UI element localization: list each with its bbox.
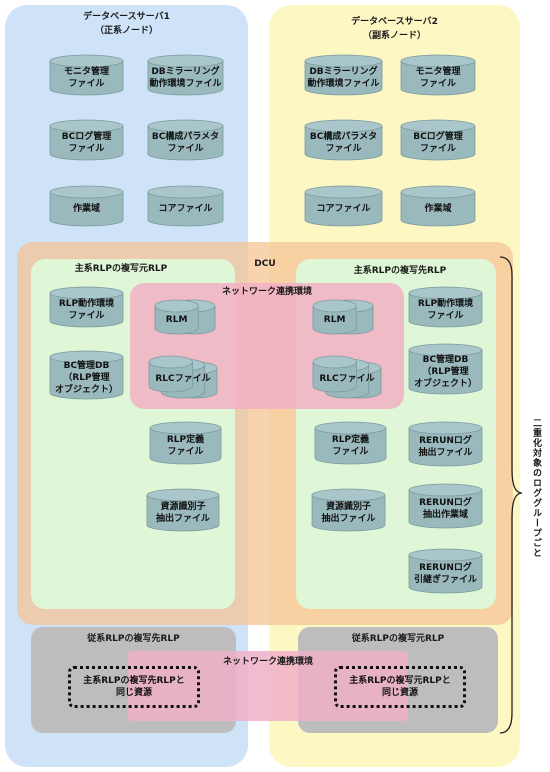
cylinder-s2-core: コアファイル bbox=[304, 185, 383, 227]
cylinder-label: RERUNログ 引継ぎファイル bbox=[413, 563, 477, 585]
cylinder-label: BC管理DB （RLP管理 オブジェクト） bbox=[413, 355, 477, 389]
cylinder-s1-core: コアファイル bbox=[147, 185, 224, 227]
cylinder-label: コアファイル bbox=[158, 204, 213, 214]
cylinder-r-rlpdef: RLP定義 ファイル bbox=[314, 421, 387, 465]
cylinder-r-resid: 資源識別子 抽出ファイル bbox=[311, 488, 386, 532]
cylinder-s1-monitor: モニタ管理 ファイル bbox=[49, 54, 124, 96]
cylinder-label: 作業域 bbox=[424, 204, 452, 214]
cylinder-label: BCログ管理 ファイル bbox=[413, 132, 463, 154]
cylinder-s1-bcconf: BC構成パラメタ ファイル bbox=[147, 119, 224, 161]
cylinder-label: RLP動作環境 ファイル bbox=[58, 299, 115, 321]
server1-subtitle: （正系ノード） bbox=[94, 26, 158, 36]
right-brace bbox=[499, 256, 523, 734]
cylinder-l-bcdb: BC管理DB （RLP管理 オブジェクト） bbox=[49, 350, 124, 400]
cylinder-l-resid: 資源識別子 抽出ファイル bbox=[146, 488, 220, 532]
cylinder-label: 資源識別子 抽出ファイル bbox=[321, 502, 376, 524]
cylinder-label: RLP動作環境 ファイル bbox=[417, 299, 474, 321]
cylinder-s2-bclog: BCログ管理 ファイル bbox=[400, 119, 476, 161]
cylinder-label: コアファイル bbox=[316, 204, 371, 214]
cylinder-label: RLP定義 ファイル bbox=[331, 435, 370, 457]
cylinder-label: DBミラーリング 動作環境ファイル bbox=[149, 67, 222, 89]
cylinder-s1-work: 作業域 bbox=[49, 185, 124, 227]
network-env-2-label: ネットワーク連携環境 bbox=[222, 657, 313, 667]
dcu-label: DCU bbox=[254, 259, 276, 269]
cylinder-label: BC管理DB （RLP管理 オブジェクト） bbox=[54, 361, 118, 395]
cylinder-label: モニタ管理 ファイル bbox=[63, 67, 109, 89]
cylinder-label: RLM bbox=[323, 315, 346, 325]
network-env-1-label: ネットワーク連携環境 bbox=[221, 287, 312, 297]
secondary-dst-same-resource-box: 主系RLPの複写先RLPと 同じ資源 bbox=[68, 666, 200, 708]
cylinder-r-rerun2: RERUNログ 抽出作業域 bbox=[408, 483, 483, 529]
cylinder-l-rlpdef: RLP定義 ファイル bbox=[149, 421, 222, 465]
cylinder-label: RERUNログ 抽出ファイル bbox=[418, 436, 473, 458]
cylinder-s2-monitor: モニタ管理 ファイル bbox=[400, 54, 476, 96]
primary-src-rlp-title: 主系RLPの複写元RLP bbox=[74, 264, 168, 274]
cylinder-r-rlc: RLCファイル bbox=[312, 355, 382, 399]
cylinder-r-bcdb: BC管理DB （RLP管理 オブジェクト） bbox=[408, 343, 483, 395]
side-label: 二重化対象のロググループごと bbox=[531, 418, 541, 558]
cylinder-label: RLCファイル bbox=[155, 374, 211, 384]
cylinder-label: 作業域 bbox=[72, 204, 100, 214]
cylinder-s2-work: 作業域 bbox=[400, 185, 476, 227]
secondary-dst-rlp-title: 従系RLPの複写先RLP bbox=[87, 634, 180, 644]
secondary-src-same-resource-box: 主系RLPの複写元RLPと 同じ資源 bbox=[334, 666, 466, 708]
primary-dst-rlp-title: 主系RLPの複写先RLP bbox=[353, 266, 447, 276]
network-env-2-panel bbox=[128, 651, 408, 721]
cylinder-label: DBミラーリング 動作環境ファイル bbox=[307, 67, 380, 89]
cylinder-s1-mirror: DBミラーリング 動作環境ファイル bbox=[147, 54, 224, 96]
cylinder-s2-bcconf: BC構成パラメタ ファイル bbox=[304, 119, 383, 161]
cylinder-r-rlm: RLM bbox=[312, 299, 374, 335]
server2-subtitle: （副系ノード） bbox=[362, 31, 426, 41]
cylinder-label: モニタ管理 ファイル bbox=[415, 67, 461, 89]
server1-title: データベースサーバ1 bbox=[83, 12, 170, 22]
cylinder-label: BC構成パラメタ ファイル bbox=[309, 132, 378, 154]
cylinder-label: RLP定義 ファイル bbox=[166, 435, 205, 457]
cylinder-r-rerun1: RERUNログ 抽出ファイル bbox=[408, 421, 483, 467]
cylinder-l-rlpenv: RLP動作環境 ファイル bbox=[49, 286, 124, 328]
cylinder-r-rerun3: RERUNログ 引継ぎファイル bbox=[408, 548, 483, 594]
cylinder-s1-bclog: BCログ管理 ファイル bbox=[49, 119, 124, 161]
secondary-src-rlp-title: 従系RLPの複写元RLP bbox=[351, 634, 445, 644]
cylinder-label: 資源識別子 抽出ファイル bbox=[155, 502, 210, 524]
cylinder-l-rlc: RLCファイル bbox=[148, 355, 218, 399]
cylinder-label: BCログ管理 ファイル bbox=[61, 132, 112, 154]
cylinder-r-rlpenv: RLP動作環境 ファイル bbox=[408, 286, 483, 328]
cylinder-s2-mirror: DBミラーリング 動作環境ファイル bbox=[304, 54, 383, 96]
cylinder-label: RERUNログ 抽出作業域 bbox=[419, 498, 472, 520]
cylinder-label: RLCファイル bbox=[319, 374, 375, 384]
server2-title: データベースサーバ2 bbox=[351, 17, 438, 27]
cylinder-label: BC構成パラメタ ファイル bbox=[151, 132, 220, 154]
cylinder-label: RLM bbox=[165, 315, 188, 325]
cylinder-l-rlm: RLM bbox=[154, 299, 216, 335]
